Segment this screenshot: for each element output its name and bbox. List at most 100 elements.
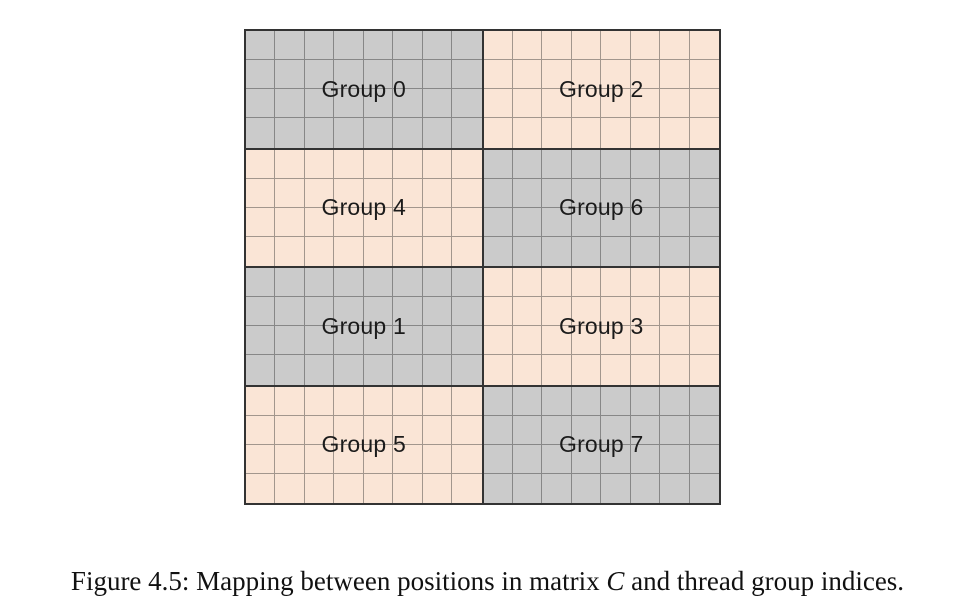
matrix-cell [512,268,543,298]
matrix-cell [484,355,513,385]
matrix-cell [393,118,423,148]
matrix-cell [393,207,423,237]
matrix-cell [393,297,423,327]
matrix-cell [275,473,305,503]
matrix-cell [542,60,572,90]
matrix-cell [246,149,276,179]
matrix-cell [334,207,364,237]
matrix-cell [275,89,305,119]
matrix-cell [393,386,423,416]
matrix-cell [304,444,335,474]
matrix-cell [452,179,482,208]
matrix-cell [660,473,690,503]
matrix-cell [393,236,423,266]
matrix-cell [422,415,453,445]
matrix-cell [542,355,572,385]
matrix-cell [393,473,423,503]
matrix-cell [542,444,572,474]
matrix-cell [246,326,276,356]
matrix-cell [512,415,543,445]
matrix-cell [601,149,631,179]
matrix-cell [542,149,572,179]
matrix-cell [630,149,661,179]
group-block-group-5: Group 5 [246,386,482,503]
matrix-cell [601,31,631,61]
matrix-cell [304,207,335,237]
matrix-cell [452,118,481,147]
matrix-cell [304,297,335,327]
matrix-cell [334,415,364,445]
matrix-cell [452,387,482,416]
matrix-cell [542,89,572,119]
matrix-cell [660,297,690,327]
matrix-cell [483,207,513,237]
matrix-cell [246,386,276,416]
matrix-cell [305,118,335,148]
matrix-cell [275,60,305,90]
matrix-cell [484,236,513,266]
matrix-cell [690,355,719,384]
matrix-cell [304,31,335,61]
matrix-cell [364,355,394,385]
matrix-cell [275,178,305,208]
matrix-cell [452,150,482,179]
matrix-cell [422,326,453,356]
matrix-cell [571,268,602,298]
matrix-cell [630,178,661,208]
matrix-cell [660,386,690,416]
matrix-cell [246,473,276,503]
matrix-cell [334,149,364,179]
matrix-cell [305,236,335,266]
matrix-cell [483,386,513,416]
matrix-cell [334,178,364,208]
matrix-cell [246,118,276,148]
matrix-cell [630,326,661,356]
matrix-cell [542,236,572,266]
matrix-cell [364,473,394,503]
matrix-cell [630,89,661,119]
matrix-cell [689,387,719,416]
matrix-cell [452,31,482,61]
matrix-cell [275,207,305,237]
matrix-cell [452,89,482,119]
matrix-cell [422,207,453,237]
matrix-cell [630,268,661,298]
matrix-cell [363,444,394,474]
matrix-cell [363,268,394,298]
matrix-cell [275,297,305,327]
matrix-cell [483,89,513,119]
matrix-cell [542,207,572,237]
matrix-cell [689,150,719,179]
matrix-cell [275,444,305,474]
matrix-cell [246,207,276,237]
matrix-cell [512,178,543,208]
matrix-cell [601,178,631,208]
matrix-cell [452,326,482,356]
matrix-cell [275,236,305,266]
matrix-cell [304,178,335,208]
matrix-cell [246,60,276,90]
matrix-cell [334,60,364,90]
matrix-cell [246,31,276,61]
matrix-cell [630,386,661,416]
matrix-cell [483,178,513,208]
matrix-cell [246,444,276,474]
matrix-cell [660,31,690,61]
matrix-cell [660,268,690,298]
matrix-cell [363,178,394,208]
matrix-cell [334,444,364,474]
matrix-cell [601,386,631,416]
matrix-cell [334,89,364,119]
matrix-cell [305,473,335,503]
matrix-cell [423,355,453,385]
matrix-cell [660,207,690,237]
matrix-cell [334,268,364,298]
matrix-cell [275,355,305,385]
matrix-cell [512,60,543,90]
matrix-cell [422,297,453,327]
matrix-cell [363,149,394,179]
matrix-cell [690,474,719,503]
matrix-cell [363,326,394,356]
caption-math-symbol: C [606,566,625,596]
matrix-cell [512,297,543,327]
